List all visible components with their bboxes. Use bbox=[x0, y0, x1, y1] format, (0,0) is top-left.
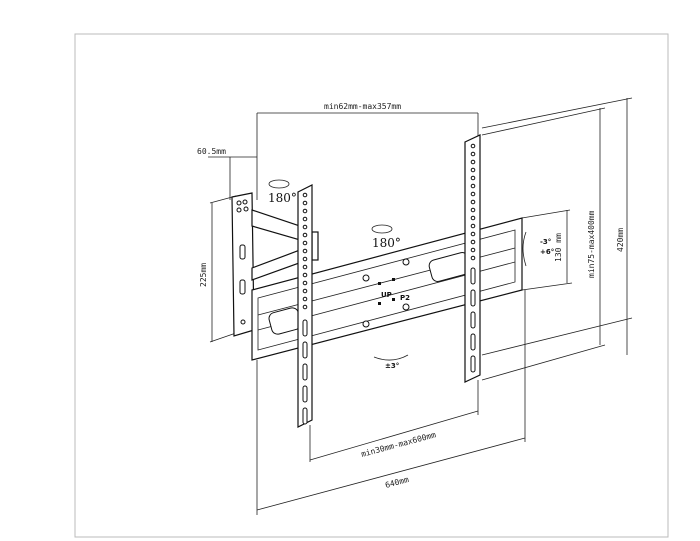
strap-hole bbox=[470, 143, 476, 149]
strap-hole bbox=[470, 199, 476, 205]
strap-hole bbox=[470, 223, 476, 229]
strap-hole bbox=[470, 207, 476, 213]
tilt-up-label: -3° bbox=[540, 238, 551, 246]
strap-hole bbox=[470, 247, 476, 253]
strap-hole bbox=[302, 296, 308, 302]
strap-hole bbox=[470, 151, 476, 157]
strap-slot bbox=[470, 333, 476, 351]
strap-hole bbox=[302, 208, 308, 214]
strap-slot bbox=[302, 363, 308, 381]
dim-top-width: min62mm-max357mm bbox=[324, 102, 401, 111]
strap-hole bbox=[470, 191, 476, 197]
strap-hole bbox=[302, 256, 308, 262]
tilt-down-label: +6° bbox=[540, 248, 554, 256]
strap-hole bbox=[302, 248, 308, 254]
strap-hole bbox=[302, 200, 308, 206]
strap-hole bbox=[470, 239, 476, 245]
strap-hole bbox=[470, 159, 476, 165]
strap-hole bbox=[302, 240, 308, 246]
strap-slot bbox=[302, 407, 308, 425]
strap-hole bbox=[302, 216, 308, 222]
strap-slot bbox=[302, 341, 308, 359]
strap-hole bbox=[302, 264, 308, 270]
dimension-lines bbox=[208, 97, 633, 515]
strap-slot bbox=[470, 267, 476, 285]
rotation-arrow-icons bbox=[268, 179, 527, 361]
dim-vesa-vertical: min75-max400mm bbox=[587, 210, 596, 278]
strap-hole bbox=[302, 288, 308, 294]
wall-plate bbox=[231, 192, 255, 337]
dim-wall-plate-height: 225mm bbox=[199, 263, 208, 287]
strap-slot bbox=[470, 355, 476, 373]
strap-hole bbox=[470, 215, 476, 221]
left-vertical-strap bbox=[297, 184, 313, 428]
right-vertical-strap bbox=[464, 134, 481, 383]
strap-hole bbox=[470, 183, 476, 189]
level-adjust-label: ±3° bbox=[385, 362, 399, 370]
strap-hole bbox=[302, 272, 308, 278]
p2-marking: P2 bbox=[400, 294, 410, 302]
strap-slot bbox=[470, 311, 476, 329]
strap-hole bbox=[302, 232, 308, 238]
strap-hole bbox=[302, 304, 308, 310]
center-swivel-label: 180° bbox=[372, 236, 401, 250]
strap-slot bbox=[470, 289, 476, 307]
up-marking: UP bbox=[381, 291, 392, 299]
dim-overall-height: 420mm bbox=[616, 228, 625, 252]
dim-wall-offset: 60.5mm bbox=[197, 147, 226, 156]
strap-hole bbox=[470, 167, 476, 173]
strap-hole bbox=[302, 280, 308, 286]
strap-hole bbox=[302, 192, 308, 198]
strap-hole bbox=[470, 255, 476, 261]
strap-hole bbox=[470, 231, 476, 237]
strap-hole bbox=[470, 175, 476, 181]
strap-slot bbox=[302, 319, 308, 337]
dim-frame-height: 130 mm bbox=[554, 233, 563, 262]
strap-hole bbox=[302, 224, 308, 230]
strap-slot bbox=[302, 385, 308, 403]
arm-swivel-label: 180° bbox=[268, 191, 297, 205]
